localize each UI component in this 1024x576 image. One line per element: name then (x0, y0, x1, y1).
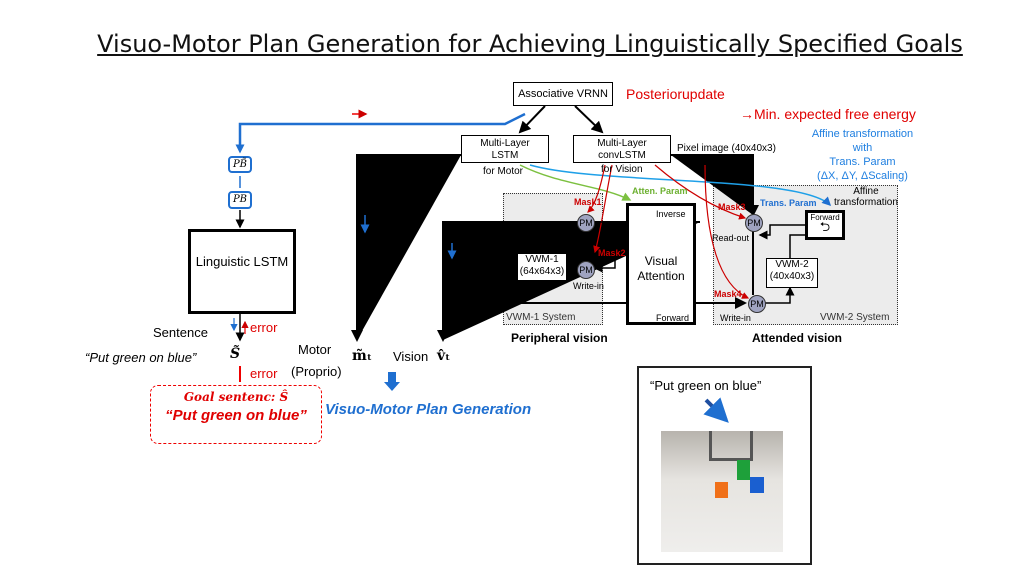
robot-gripper (709, 431, 753, 461)
visual-attention-line2: Attention (637, 269, 685, 283)
vision-lstm-line3: for Vision (601, 164, 643, 175)
vwm2-system-label: VWM-2 System (820, 312, 890, 323)
affine-box-line1: Affine (853, 186, 879, 197)
robot-photo-frame: “Put green on blue” (637, 366, 812, 565)
attended-vision-label: Attended vision (752, 331, 843, 345)
motor-output: m̃ₜ (352, 348, 373, 364)
vwm1-line2: (64x64x3) (519, 266, 565, 277)
atten-param-label: Atten. Param (632, 186, 688, 196)
proprio-label: (Proprio) (291, 364, 342, 379)
sentence-label: Sentence (153, 325, 208, 340)
robot-photo (661, 431, 783, 552)
return-arrow-icon: ⮌ (819, 219, 831, 234)
vwm2-box: VWM-2(40x40x3) (766, 258, 818, 288)
vision-label: Vision (393, 349, 429, 364)
vwm2-line2: (40x40x3) (769, 271, 815, 282)
vision-lstm-line2: convLSTM (598, 150, 646, 161)
linguistic-lstm-box: Linguistic LSTM (188, 229, 296, 314)
affine-note-2: with (852, 142, 873, 154)
readout-label-2: Read-out (712, 233, 750, 243)
motor-lstm-line1: Multi-Layer (480, 138, 530, 149)
linguistic-lstm-label: Linguistic LSTM (195, 254, 289, 269)
vwm1-system-label: VWM-1 System (506, 312, 576, 323)
orange-block (715, 482, 728, 498)
pixel-image-label: Pixel image (40x40x3) (677, 143, 776, 154)
affine-note-1: Affine transformation (811, 128, 914, 140)
forward-label: Forward (656, 313, 690, 323)
associative-vrnn-box: Associative VRNN (513, 82, 613, 106)
affine-note-4: (ΔX, ΔY, ΔScaling) (817, 170, 908, 182)
affine-note-3: Trans. Param (829, 156, 896, 168)
mask4-label: Mask4 (714, 289, 742, 299)
photo-caption: “Put green on blue” (650, 378, 762, 393)
motor-lstm-line3: for Motor (483, 166, 524, 177)
posterior-update-label: Posteriorupdate (626, 86, 725, 102)
min-free-energy-label: →Min. expected free energy (740, 106, 916, 122)
vision-output: v̂ₜ (437, 348, 451, 364)
joint-angles-label: 8 joint angles (395, 160, 454, 171)
mask1-label: Mask1 (574, 197, 602, 207)
blue-block (750, 477, 764, 493)
generated-sentence: “Put green on blue” (85, 350, 197, 365)
affine-transform-box: Forward⮌ (805, 210, 845, 240)
green-block (737, 460, 750, 480)
trans-param-label: Trans. Param (760, 198, 817, 208)
pm-readout-2: PM (745, 214, 763, 232)
motor-lstm-line2: LSTM (491, 150, 519, 161)
mask3-label: Mask3 (718, 202, 746, 212)
pm-writein-1: PM (577, 261, 595, 279)
motor-label: Motor (298, 342, 332, 357)
pb-box: PB (228, 191, 252, 209)
visual-attention-line1: Visual (644, 254, 678, 268)
mask2-label: Mask2 (598, 248, 626, 258)
pm-writein-2: PM (748, 295, 766, 313)
affine-box-line2: transformation (834, 197, 898, 208)
readout-label-1: Read-out (537, 226, 575, 236)
inverse-label: Inverse (656, 209, 686, 219)
affine-forward-label: Forward (810, 213, 840, 222)
error-label-top: error (250, 320, 278, 335)
error-label-bottom: error (250, 366, 278, 381)
vrnn-label: Associative VRNN (518, 88, 608, 100)
vision-lstm-line1: Multi-Layer (597, 138, 647, 149)
goal-sentence-text: “Put green on blue” (165, 407, 307, 424)
vwm1-box: VWM-1(64x64x3) (517, 253, 567, 281)
goal-sentence-label: Goal sentenc: Ŝ (183, 390, 289, 404)
vwm2-line1: VWM-2 (775, 259, 809, 270)
vwm1-line1: VWM-1 (525, 254, 559, 265)
slide-title: Visuo-Motor Plan Generation for Achievin… (97, 30, 963, 58)
pm-readout-1: PM (577, 214, 595, 232)
goal-sentence-box: Goal sentenc: Ŝ “Put green on blue” (150, 385, 322, 444)
s-tilde: S̃ (230, 346, 241, 362)
writein-label-1: Write-in (573, 281, 604, 291)
writein-label-2: Write-in (720, 313, 751, 323)
pb-tilde-box: PB̃ (228, 156, 252, 173)
peripheral-vision-label: Peripheral vision (511, 331, 608, 345)
plan-generation-label: Visuo-Motor Plan Generation (325, 401, 532, 418)
